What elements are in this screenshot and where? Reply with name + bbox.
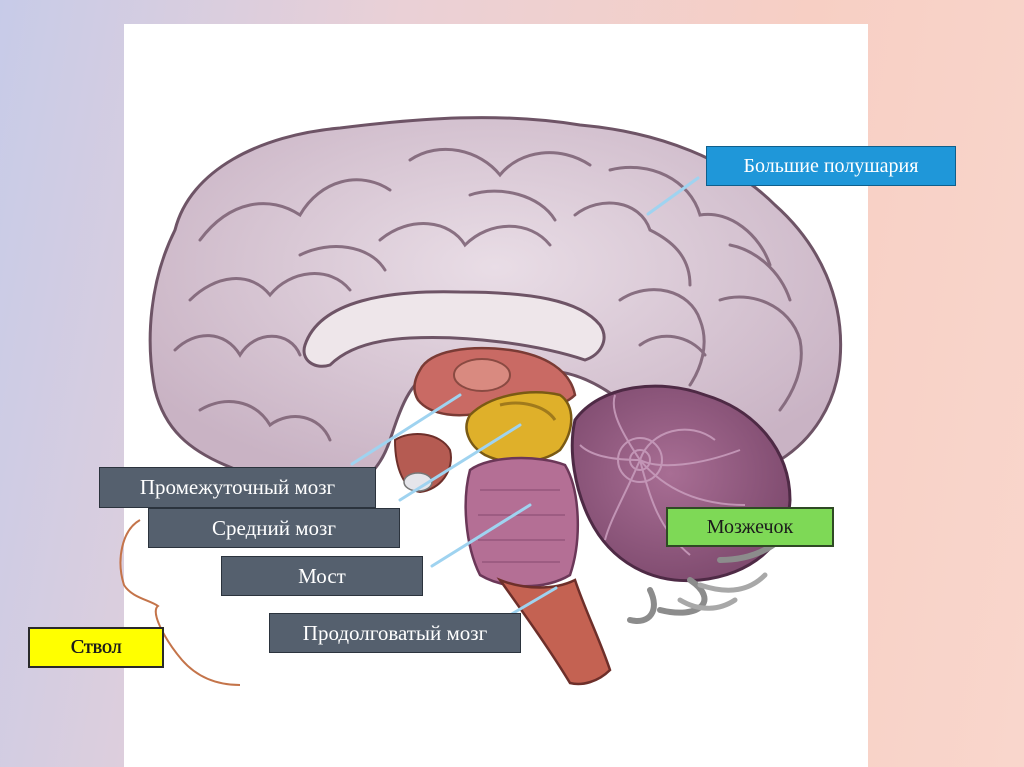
label-brainstem: Ствол (28, 627, 164, 668)
pointer-diencephalon (350, 393, 462, 466)
label-hemispheres: Большие полушария (706, 146, 956, 186)
label-medulla: Продолговатый мозг (269, 613, 521, 653)
label-diencephalon: Промежуточный мозг (99, 467, 376, 508)
pointer-hemispheres (646, 176, 700, 216)
label-midbrain: Средний мозг (148, 508, 400, 548)
pointer-pons (430, 503, 532, 568)
pons-region (464, 456, 580, 588)
label-cerebellum: Мозжечок (666, 507, 834, 547)
pointer-medulla (508, 586, 558, 617)
corpus-callosum (302, 290, 606, 368)
brainstem-bracket (119, 519, 241, 686)
pointer-midbrain (398, 423, 522, 502)
label-pons: Мост (221, 556, 423, 596)
pointer-lines (350, 176, 700, 617)
